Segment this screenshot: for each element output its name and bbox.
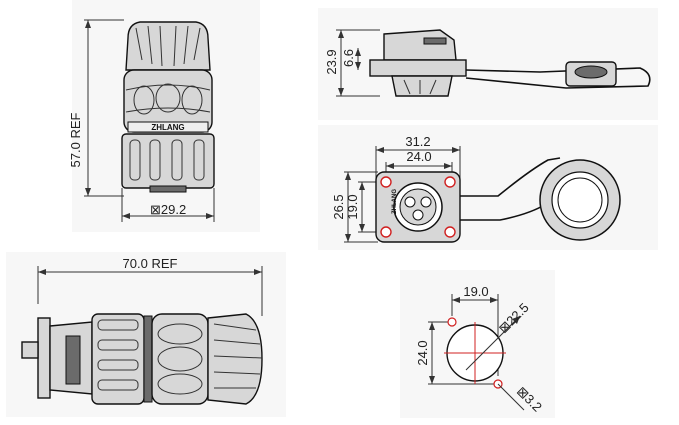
panel-outer-width-label: 31.2 bbox=[405, 134, 430, 149]
side-flange-label: 6.6 bbox=[341, 49, 356, 67]
side-total-label: 23.9 bbox=[324, 49, 339, 74]
length-flange bbox=[37, 317, 51, 399]
front-view: 57.0 REF ZHLANG ⊠29.2 bbox=[68, 19, 215, 222]
length-view: 70.0 REF bbox=[21, 256, 263, 405]
panel-inner-width-label: 24.0 bbox=[406, 149, 431, 164]
panel-inner-height-label: 19.0 bbox=[345, 194, 360, 219]
cutout-spacing-label: 19.0 bbox=[463, 284, 488, 299]
top-cap-shape bbox=[125, 21, 211, 71]
front-height-label: 57.0 REF bbox=[68, 112, 83, 167]
side-view: 23.9 6.6 bbox=[324, 29, 651, 97]
panel-view: 31.2 24.0 26.5 19.0 ZHLANG bbox=[331, 134, 621, 243]
side-flange bbox=[369, 59, 467, 77]
length-label: 70.0 REF bbox=[123, 256, 178, 271]
front-brand-mark: ZHLANG bbox=[151, 123, 184, 132]
panel-outer-height-label: 26.5 bbox=[331, 194, 346, 219]
cutout-height-label: 24.0 bbox=[415, 340, 430, 365]
front-width-label: ⊠29.2 bbox=[150, 202, 186, 217]
panel-brand-mark: ZHLANG bbox=[392, 189, 398, 214]
